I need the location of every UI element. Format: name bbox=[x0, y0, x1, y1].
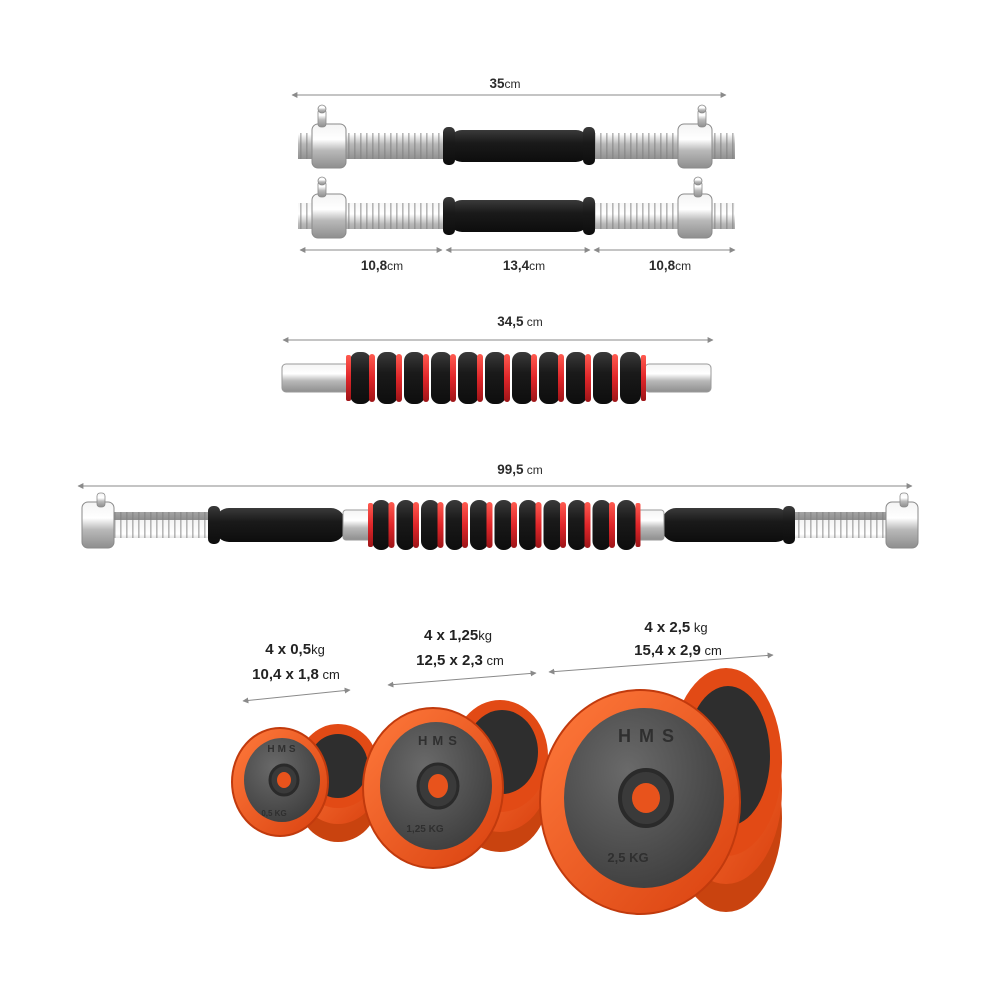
foam-ring-red bbox=[585, 354, 591, 402]
plate-large-brand: HMS bbox=[618, 726, 682, 746]
foam-ring-black bbox=[377, 352, 398, 404]
foam-ring-black bbox=[421, 500, 440, 550]
long-bar-length-dimension: 99,5 cm bbox=[77, 462, 913, 489]
foam-ring-red bbox=[423, 354, 429, 402]
foam-ring-black bbox=[543, 500, 562, 550]
foam-ring-black bbox=[617, 500, 636, 550]
plate-stack-large: HMS 2,5 KG bbox=[539, 668, 782, 915]
foam-ring-red bbox=[369, 354, 375, 402]
foam-ring-red bbox=[511, 502, 517, 548]
foam-ring-black bbox=[539, 352, 560, 404]
short-bar-length-unit: cm bbox=[505, 77, 521, 91]
foam-ring-red bbox=[396, 354, 402, 402]
svg-text:4 x 1,25kg: 4 x 1,25kg bbox=[424, 627, 492, 644]
foam-ring-black bbox=[396, 500, 415, 550]
foam-ring-black bbox=[620, 352, 641, 404]
short-bar-length-dimension: 35cm bbox=[291, 76, 727, 98]
foam-end-cap bbox=[635, 503, 641, 547]
foam-end-cap bbox=[641, 355, 646, 401]
foam-ring-red bbox=[535, 502, 542, 548]
collar-nut-right bbox=[885, 492, 919, 549]
foam-ring-red bbox=[584, 502, 591, 548]
plate-medium-brand: HMS bbox=[418, 733, 462, 748]
plate-medium-weight-emboss: 1,25 KG bbox=[406, 824, 443, 835]
foam-ring-red bbox=[612, 354, 618, 402]
plate-large-weight-emboss: 2,5 KG bbox=[607, 850, 648, 865]
svg-text:15,4 x 2,9 cm: 15,4 x 2,9 cm bbox=[634, 642, 722, 659]
foam-ring-black bbox=[592, 500, 611, 550]
connector-length-number: 34,5 bbox=[497, 314, 524, 329]
foam-ring-black bbox=[494, 500, 513, 550]
svg-text:12,5 x 2,3 cm: 12,5 x 2,3 cm bbox=[416, 652, 504, 669]
plate-stack-medium: HMS 1,25 KG bbox=[362, 700, 548, 869]
collar-nut-left bbox=[81, 492, 115, 549]
foam-ring-black bbox=[519, 500, 538, 550]
short-bar-segment-dimensions: 10,8cm 13,4cm 10,8cm bbox=[299, 247, 736, 273]
foam-ring-red bbox=[413, 502, 419, 548]
svg-text:4 x 0,5kg: 4 x 0,5kg bbox=[265, 641, 325, 658]
foam-ring-black bbox=[350, 352, 371, 404]
connector-tube bbox=[281, 352, 712, 404]
collar-nut-right bbox=[677, 104, 713, 169]
foam-ring-red bbox=[486, 502, 493, 548]
foam-end-cap bbox=[346, 355, 351, 401]
short-bar-length-number: 35 bbox=[489, 76, 505, 91]
segment-right-label: 10,8cm bbox=[649, 258, 691, 273]
plate-small-weight-emboss: 0,5 KG bbox=[261, 809, 286, 818]
foam-ring-black bbox=[431, 352, 452, 404]
foam-ring-black bbox=[445, 500, 464, 550]
foam-ring-red bbox=[504, 354, 510, 402]
foam-ring-black bbox=[404, 352, 425, 404]
foam-ring-black bbox=[485, 352, 506, 404]
plate-small-brand: HMS bbox=[267, 744, 298, 755]
segment-middle-label: 13,4cm bbox=[503, 258, 545, 273]
plate-small-label: 4 x 0,5kg 10,4 x 1,8 cm bbox=[242, 641, 351, 704]
foam-ring-red bbox=[531, 354, 537, 402]
foam-ring-red bbox=[450, 354, 456, 402]
foam-ring-black bbox=[566, 352, 587, 404]
collar-nut-left bbox=[311, 104, 347, 169]
svg-text:35cm: 35cm bbox=[489, 76, 520, 91]
collar-nut-right bbox=[677, 176, 713, 239]
foam-end-cap bbox=[368, 503, 373, 547]
long-bar-foam-grip bbox=[368, 500, 641, 550]
svg-text:99,5 cm: 99,5 cm bbox=[497, 462, 543, 477]
short-bar-top bbox=[298, 104, 735, 169]
foam-ring-red bbox=[437, 502, 444, 548]
segment-left-label: 10,8cm bbox=[361, 258, 403, 273]
foam-ring-red bbox=[388, 502, 395, 548]
foam-ring-red bbox=[609, 502, 615, 548]
foam-ring-black bbox=[470, 500, 489, 550]
foam-ring-red bbox=[558, 354, 564, 402]
connector-foam-grip bbox=[346, 352, 646, 404]
long-bar-length-number: 99,5 bbox=[497, 462, 524, 477]
svg-text:10,4 x 1,8 cm: 10,4 x 1,8 cm bbox=[252, 666, 340, 683]
svg-text:4 x 2,5 kg: 4 x 2,5 kg bbox=[644, 619, 707, 636]
short-bar-bottom bbox=[298, 176, 735, 239]
foam-ring-black bbox=[593, 352, 614, 404]
foam-ring-black bbox=[458, 352, 479, 404]
plate-large-label: 4 x 2,5 kg 15,4 x 2,9 cm bbox=[548, 619, 774, 675]
connector-length-unit: cm bbox=[523, 315, 542, 329]
foam-ring-red bbox=[462, 502, 468, 548]
collar-nut-left bbox=[311, 176, 347, 239]
foam-ring-black bbox=[568, 500, 587, 550]
long-bar-length-unit: cm bbox=[523, 463, 542, 477]
plate-medium-label: 4 x 1,25kg 12,5 x 2,3 cm bbox=[387, 627, 537, 688]
foam-ring-red bbox=[477, 354, 483, 402]
foam-ring-red bbox=[560, 502, 566, 548]
foam-ring-black bbox=[372, 500, 391, 550]
svg-text:34,5 cm: 34,5 cm bbox=[497, 314, 543, 329]
plate-stack-small: HMS 0,5 KG bbox=[231, 724, 378, 842]
connector-length-dimension: 34,5 cm bbox=[282, 314, 714, 343]
foam-ring-black bbox=[512, 352, 533, 404]
long-bar bbox=[81, 492, 919, 550]
